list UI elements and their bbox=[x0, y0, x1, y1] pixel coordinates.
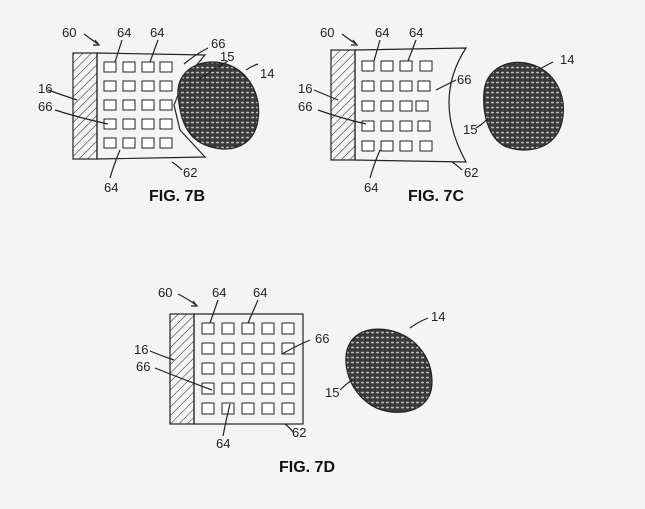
label-assembly-7b: 60 bbox=[62, 25, 76, 40]
label-cell-7b-a: 64 bbox=[117, 25, 131, 40]
label-surface-7d: 15 bbox=[325, 385, 339, 400]
cell-grid-7d bbox=[201, 322, 295, 415]
figure-7b: 60 64 64 66 15 14 16 66 62 64 FIG. 7B bbox=[38, 25, 274, 205]
figure-7d: 60 64 64 14 66 16 66 15 64 62 FIG. 7D bbox=[134, 285, 445, 476]
label-assembly-7d: 60 bbox=[158, 285, 172, 300]
cell-frame-7c bbox=[354, 47, 468, 163]
caption-fig-7b: FIG. 7B bbox=[149, 188, 205, 205]
label-cell-7b-b: 64 bbox=[150, 25, 164, 40]
label-wall-7d-left: 66 bbox=[136, 359, 150, 374]
leaders-7c bbox=[313, 33, 554, 179]
base-plate-7d bbox=[169, 313, 195, 425]
label-wall-7b-top: 66 bbox=[211, 36, 225, 51]
label-object-7d: 14 bbox=[431, 309, 445, 324]
label-cell-7d-bottom: 64 bbox=[216, 436, 230, 451]
base-plate-7c bbox=[330, 49, 356, 161]
cell-frame-7d bbox=[193, 313, 304, 425]
label-base-7d: 16 bbox=[134, 342, 148, 357]
leaders-7d bbox=[149, 293, 429, 437]
label-frame-7d: 62 bbox=[292, 425, 306, 440]
label-frame-7c: 62 bbox=[464, 165, 478, 180]
label-object-7c: 14 bbox=[560, 52, 574, 67]
base-plate-7b bbox=[72, 52, 98, 160]
label-cell-7c-a: 64 bbox=[375, 25, 389, 40]
object-7d bbox=[345, 328, 433, 413]
label-cell-7d-b: 64 bbox=[253, 285, 267, 300]
label-base-7b: 16 bbox=[38, 81, 52, 96]
label-surface-7b: 15 bbox=[220, 49, 234, 64]
label-wall-7d-right: 66 bbox=[315, 331, 329, 346]
cell-grid-7b bbox=[103, 61, 173, 149]
label-base-7c: 16 bbox=[298, 81, 312, 96]
label-cell-7d-a: 64 bbox=[212, 285, 226, 300]
cell-frame-7b bbox=[96, 52, 207, 160]
label-surface-7c: 15 bbox=[463, 122, 477, 137]
cell-grid-7c bbox=[361, 60, 433, 152]
caption-fig-7c: FIG. 7C bbox=[408, 188, 464, 205]
label-cell-7b-bottom: 64 bbox=[104, 180, 118, 195]
object-7c bbox=[483, 61, 564, 151]
label-assembly-7c: 60 bbox=[320, 25, 334, 40]
label-cell-7c-b: 64 bbox=[409, 25, 423, 40]
label-object-7b: 14 bbox=[260, 66, 274, 81]
label-wall-7c-top: 66 bbox=[457, 72, 471, 87]
caption-fig-7d: FIG. 7D bbox=[279, 459, 335, 476]
label-frame-7b: 62 bbox=[183, 165, 197, 180]
label-cell-7c-bottom: 64 bbox=[364, 180, 378, 195]
label-wall-7b-left: 66 bbox=[38, 99, 52, 114]
label-wall-7c-left: 66 bbox=[298, 99, 312, 114]
leaders-7b bbox=[47, 33, 259, 179]
object-7b bbox=[177, 61, 260, 150]
figure-7c: 60 64 64 66 14 16 66 15 62 64 FIG. 7C bbox=[298, 25, 574, 205]
